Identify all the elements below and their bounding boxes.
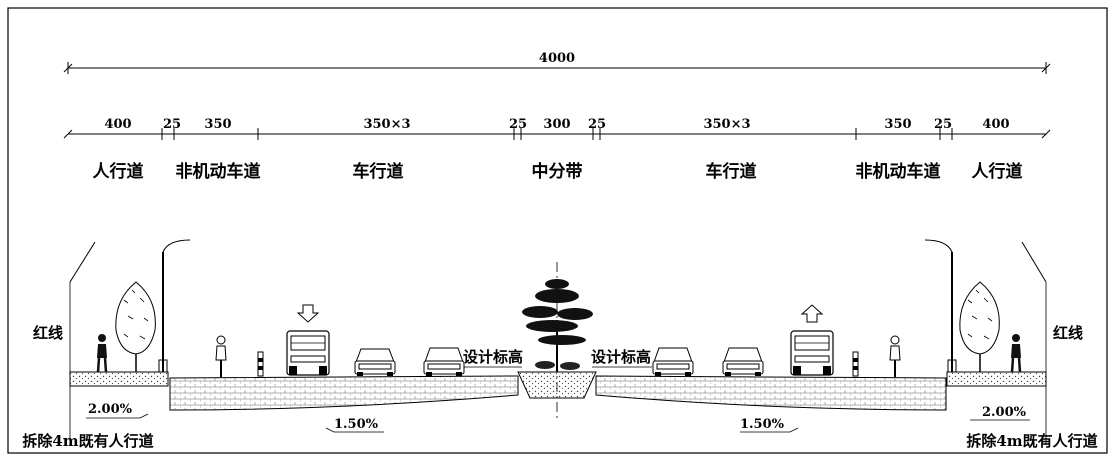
left-pavement-structure: [169, 375, 519, 411]
lane-label-median: 中分带: [532, 161, 583, 182]
red-line-right-marker: [1021, 241, 1047, 445]
total-dimension-line: [63, 62, 1051, 74]
slope-right-road: 1.50%: [740, 417, 785, 432]
car-left-2-icon: [423, 347, 465, 376]
arrow-up-icon: [800, 304, 824, 323]
dim-left-sep: 25: [163, 117, 181, 132]
lane-label-left-sidewalk: 人行道: [93, 161, 144, 182]
design-elevation-left: 设计标高: [463, 348, 523, 366]
dim-median: 300: [543, 117, 570, 132]
lane-label-right-sidewalk: 人行道: [972, 161, 1023, 182]
cyclist-left-icon: [215, 335, 227, 377]
dim-right-sep: 25: [934, 117, 952, 132]
slope-right-road-arrow: [740, 427, 799, 433]
slope-right-sidewalk: 2.00%: [982, 405, 1027, 420]
demolish-note-left: 拆除4m既有人行道: [22, 432, 153, 450]
car-right-1-icon: [652, 347, 694, 376]
slope-left-road-arrow: [325, 427, 384, 433]
dim-median-left-sep: 25: [509, 117, 527, 132]
dim-median-right-sep: 25: [588, 117, 606, 132]
street-lamp-right-icon: [924, 239, 957, 373]
roadside-tree-left-icon: [115, 281, 156, 372]
dim-right-sidewalk: 400: [982, 117, 1009, 132]
slope-left-sidewalk: 2.00%: [88, 402, 133, 417]
dim-right-road: 350×3: [703, 117, 750, 132]
lane-label-left-bike: 非机动车道: [176, 161, 261, 182]
demolish-note-right: 拆除4m既有人行道: [966, 432, 1097, 450]
right-pavement-structure: [595, 375, 947, 411]
drawing-frame: [7, 7, 1108, 454]
bollard-left-icon: [257, 351, 264, 377]
dim-left-bike: 350: [204, 117, 231, 132]
slope-left-sidewalk-arrow: [86, 413, 149, 419]
cyclist-right-icon: [889, 335, 901, 377]
right-sidewalk-slab: [946, 371, 1047, 387]
pedestrian-left-icon: [96, 334, 108, 373]
segment-dimension-line: [63, 128, 1051, 140]
pedestrian-right-icon: [1010, 334, 1022, 373]
dim-left-sidewalk: 400: [104, 117, 131, 132]
lane-label-left-road: 车行道: [353, 161, 404, 182]
bus-right-icon: [790, 330, 834, 376]
bus-left-icon: [286, 330, 330, 376]
dim-left-road: 350×3: [363, 117, 410, 132]
bollard-right-icon: [852, 351, 859, 377]
street-lamp-left-icon: [158, 239, 191, 373]
left-sidewalk-slab: [69, 371, 169, 387]
car-left-1-icon: [354, 348, 396, 376]
median-tree-icon: [522, 279, 593, 372]
red-line-left-marker: [69, 241, 96, 445]
slope-left-road: 1.50%: [334, 417, 379, 432]
red-line-left-label: 红线: [33, 324, 63, 342]
design-elevation-right: 设计标高: [591, 348, 651, 366]
lane-label-right-bike: 非机动车道: [856, 161, 941, 182]
red-line-right-label: 红线: [1053, 324, 1083, 342]
lane-label-right-road: 车行道: [706, 161, 757, 182]
dim-total: 4000: [539, 51, 575, 66]
arrow-down-icon: [296, 304, 320, 323]
car-right-2-icon: [722, 347, 764, 376]
dim-right-bike: 350: [884, 117, 911, 132]
roadside-tree-right-icon: [959, 281, 1000, 372]
